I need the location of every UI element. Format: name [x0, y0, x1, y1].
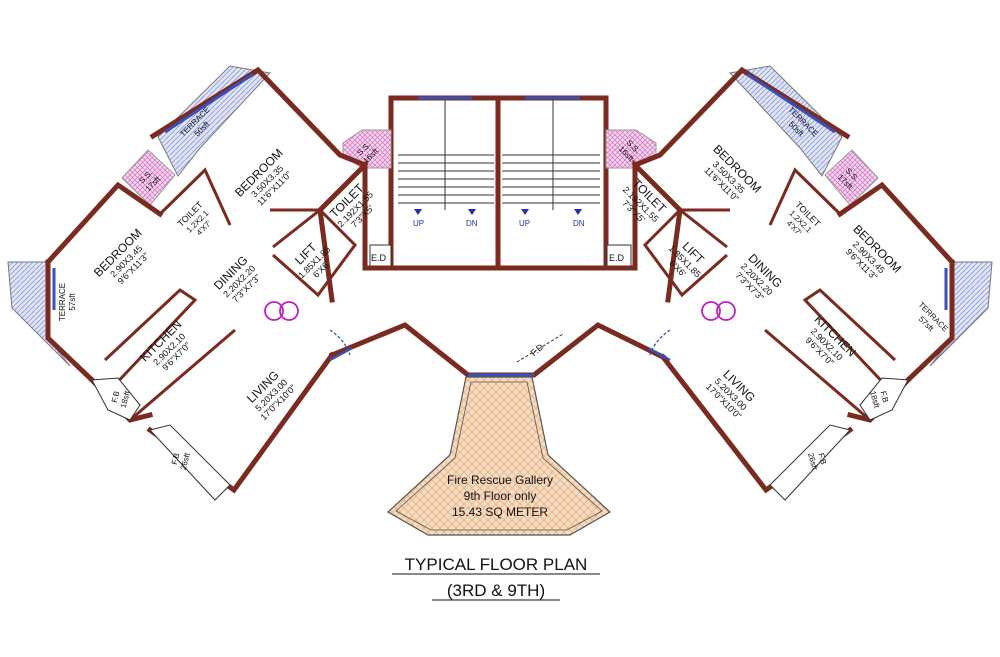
terrace-side-right: TERRACE 57sft: [916, 300, 949, 334]
toilet-small-right: TOILET 1.2X2.1 4'X7': [785, 200, 823, 238]
fire-gallery-line3: 15.43 SQ METER: [452, 505, 548, 519]
plan-title: TYPICAL FLOOR PLAN (3RD & 9TH): [392, 555, 600, 601]
toilet-right: TOILET 2.192X1.55 7'3"X5': [620, 176, 669, 225]
svg-text:F.D: F.D: [529, 342, 546, 359]
title-line1: TYPICAL FLOOR PLAN: [405, 555, 588, 574]
title-line2: (3RD & 9TH): [447, 581, 545, 600]
lift-right: LIFT 1.85X1.85 6'X6': [667, 239, 708, 279]
terrace-side-left: TERRACE 57sft: [58, 283, 77, 321]
stair-arrows: [414, 209, 582, 215]
fire-gallery-line2: 9th Floor only: [464, 489, 537, 503]
dining-left: DINING 2.20X2.20 7'3"X7'3": [211, 253, 263, 305]
stair-label: DN: [466, 219, 478, 228]
bedroom-side-left: BEDROOM 2.90X3.45 9'6"X11'3": [91, 226, 151, 286]
svg-text:F.B: F.B: [817, 452, 829, 465]
bedroom-side-right: BEDROOM 2.90X3.45 9'6"X11'3": [844, 222, 904, 282]
stair-core: UP DN UP DN: [388, 95, 609, 271]
svg-text:57sft: 57sft: [68, 293, 77, 311]
stair-label: UP: [519, 219, 530, 228]
svg-text:F.B: F.B: [879, 390, 891, 403]
fire-gallery-line1: Fire Rescue Gallery: [447, 473, 553, 487]
bedroom-main-right: BEDROOM 3.50X3.35 11'6"X11'0": [702, 142, 764, 204]
toilet-small-left: TOILET 1.2X2.1 4'X7': [176, 199, 214, 237]
stair-label: UP: [413, 219, 424, 228]
toilet-left: TOILET 2.192X1.55 7'3"X5': [327, 181, 376, 230]
living-right: LIVING 5.20X3.00 17'0"X10'0": [704, 367, 758, 421]
stair-treads: [398, 154, 600, 210]
svg-text:F.B: F.B: [170, 452, 182, 465]
svg-text:E.D: E.D: [609, 253, 625, 263]
left-flat: TERRACE 50sft TERRACE 57sft S.S. 17sft T…: [7, 65, 376, 501]
bedroom-main-left: BEDROOM 3.50X3.35 11'6"X11'0": [232, 146, 294, 208]
electrical-duct-right: E.D: [606, 244, 632, 269]
fire-rescue-gallery: Fire Rescue Gallery 9th Floor only 15.43…: [386, 376, 612, 536]
electrical-duct-left: E.D: [369, 244, 392, 269]
svg-text:E.D: E.D: [371, 253, 387, 263]
service-shaft-right: S.S. 16sft: [605, 129, 657, 169]
stair-label: DN: [573, 219, 585, 228]
right-flat: TERRACE 50sft TERRACE 57sft S.S. 17sft T…: [620, 65, 993, 501]
svg-text:F.B: F.B: [110, 390, 122, 403]
svg-text:TERRACE: TERRACE: [58, 283, 67, 321]
dining-right: DINING 2.20X2.20 7'3"X7'3": [733, 251, 785, 303]
